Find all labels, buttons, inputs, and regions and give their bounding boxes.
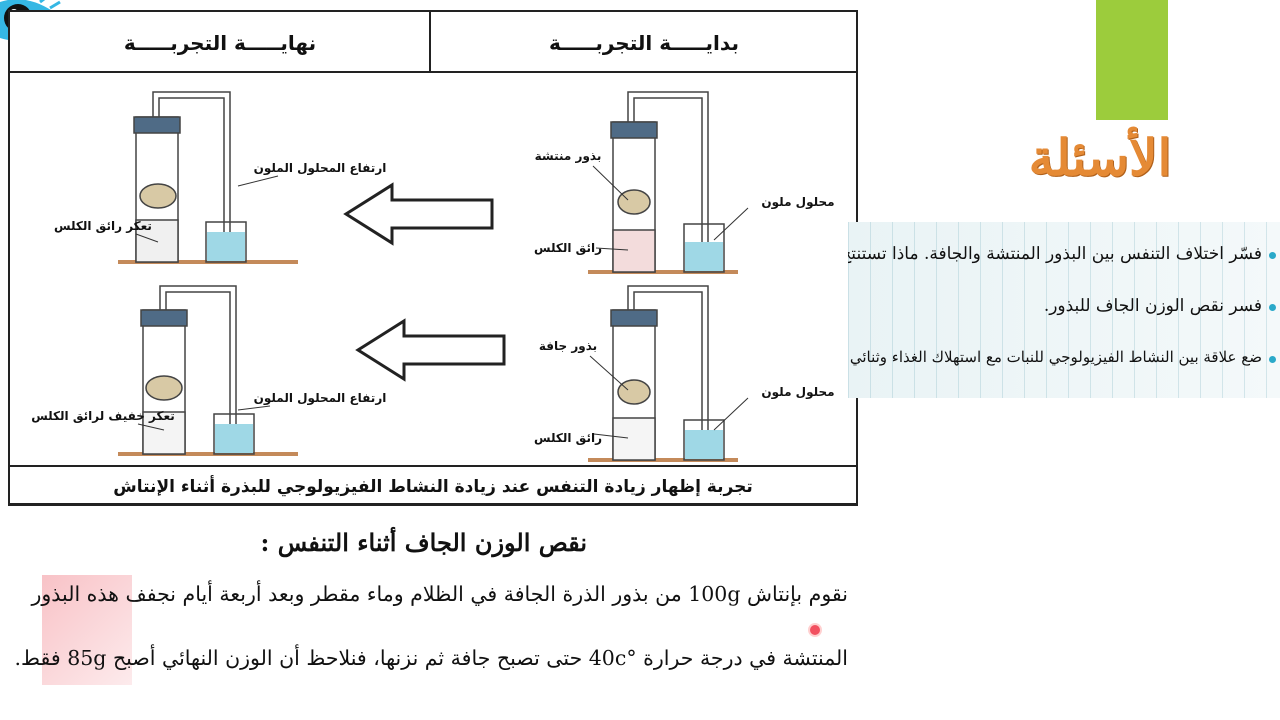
questions-title: الأسئلة <box>1028 128 1172 187</box>
experiment-diagram: نهايـــــة التجربـــــة بدايـــــة التجر… <box>8 10 858 506</box>
label-bottom-solution: محلول ملون <box>761 385 834 400</box>
setup-top-start <box>610 91 725 273</box>
diagram-caption: تجربة إظهار زيادة التنفس عند زيادة النشا… <box>113 475 752 497</box>
label-bottom-turbid: تعكر خفيف لرائق الكلس <box>31 409 175 423</box>
question-item: فسر نقص الوزن الجاف للبذور. <box>1043 296 1262 316</box>
bullet-icon <box>1269 304 1276 311</box>
leader-lines <box>135 165 749 439</box>
label-bottom-rise: ارتفاع المحلول الملون <box>254 391 387 406</box>
label-bottom-seeds: بذور جافة <box>539 339 597 354</box>
label-top-rise: ارتفاع المحلول الملون <box>254 161 387 176</box>
section-heading: نقص الوزن الجاف أثناء التنفس : <box>260 528 587 557</box>
bullet-icon <box>1269 356 1276 363</box>
watermark-shape <box>42 575 132 685</box>
label-bottom-limewater: رائق الكلس <box>534 431 602 445</box>
paragraph-line-2: المنتشة في درجة حرارة °40c حتى تصبح جافة… <box>14 646 848 670</box>
label-top-seeds: بذور منتشة <box>535 149 602 164</box>
bullet-icon <box>1269 252 1276 259</box>
paragraph-line-1: نقوم بإنتاش 100g من بذور الذرة الجافة في… <box>31 582 848 606</box>
label-top-turbid: تعكر رائق الكلس <box>54 219 152 233</box>
label-top-solution: محلول ملون <box>761 195 834 210</box>
header-start: بدايـــــة التجربـــــة <box>549 31 739 55</box>
question-item: فسّر اختلاف التنفس بين البذور المنتشة وا… <box>848 244 1262 264</box>
pointer-dot <box>808 623 822 637</box>
setup-bottom-start <box>610 285 725 461</box>
header-end: نهايـــــة التجربـــــة <box>124 31 316 55</box>
label-top-limewater: رائق الكلس <box>534 241 602 255</box>
setup-top-end <box>133 91 247 263</box>
accent-bar <box>1096 0 1168 120</box>
question-item: ضع علاقة بين النشاط الفيزيولوجي للنبات م… <box>848 348 1262 366</box>
questions-panel: فسّر اختلاف التنفس بين البذور المنتشة وا… <box>848 222 1280 398</box>
arrow-top <box>343 182 494 246</box>
setup-bottom-end <box>140 285 255 455</box>
arrow-bottom <box>355 318 506 382</box>
